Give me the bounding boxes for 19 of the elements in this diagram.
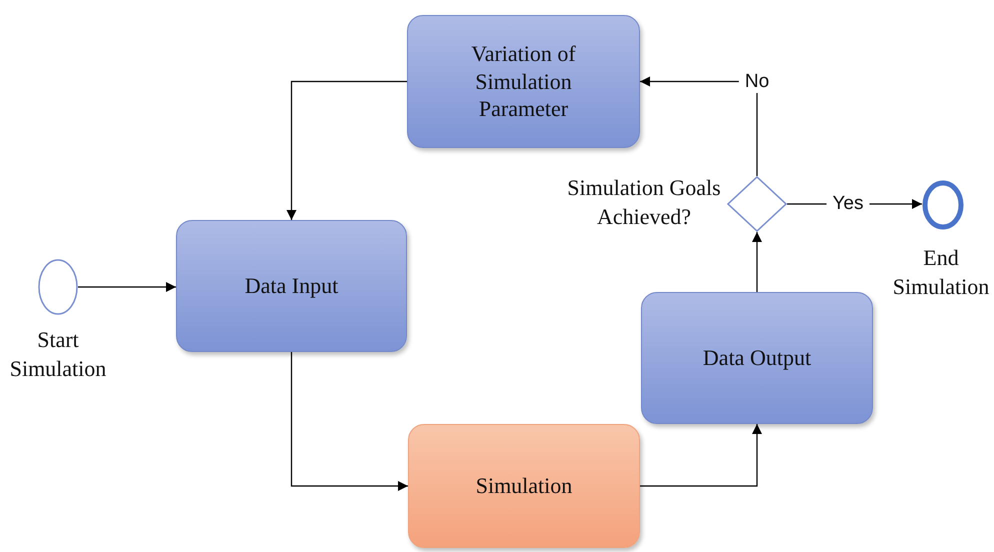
arrow: [290, 352, 408, 491]
box-label: Data Input: [244, 272, 338, 300]
process-box: [641, 292, 873, 424]
box-label: Variation of Simulation Parameter: [470, 40, 577, 123]
end-event-circle: [922, 180, 964, 230]
box-label: Simulation: [476, 472, 572, 500]
node-caption: End Simulation: [892, 244, 990, 301]
node-caption: Simulation Goals Achieved?: [566, 174, 722, 231]
arrow: [286, 80, 407, 220]
arrow: [640, 424, 762, 487]
process-box: [407, 15, 640, 148]
start-event-circle: [38, 259, 78, 315]
node-caption: Start Simulation: [8, 326, 108, 383]
process-box: [176, 220, 407, 352]
process-box: [408, 424, 640, 548]
decision-diamond: [727, 176, 787, 232]
arrow: [78, 282, 176, 292]
box-label: Data Output: [702, 344, 812, 372]
arrow: [752, 232, 762, 292]
